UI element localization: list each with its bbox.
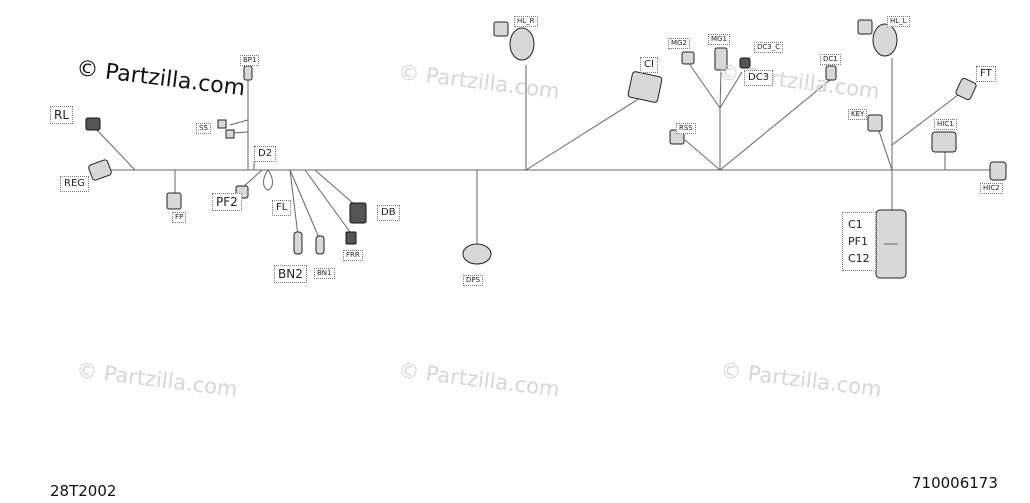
hl-l-connector-icon — [857, 19, 873, 35]
db-wire — [314, 169, 356, 206]
dc1-wire — [719, 79, 831, 171]
label-mg2: MG2 — [668, 38, 690, 49]
mg2-connector-icon — [681, 51, 695, 65]
bn1-terminal-icon — [315, 235, 325, 255]
dc1-connector-icon — [825, 65, 837, 81]
frr-wire — [304, 169, 351, 233]
key-connector-icon — [867, 114, 883, 132]
label-db: DB — [377, 205, 400, 221]
key-wire — [876, 124, 893, 171]
label-frr: FRR — [343, 250, 363, 261]
hic1-connector-icon — [931, 131, 957, 153]
label-dps: DPS — [463, 275, 484, 286]
ecu-label-c1: C1 — [848, 218, 863, 231]
ft-connector-icon — [955, 77, 977, 101]
label-ft: FT — [976, 66, 996, 82]
hl-r-headlight-icon — [509, 27, 535, 61]
label-bn1: BN1 — [314, 268, 335, 279]
label-rss: RSS — [676, 123, 696, 134]
label-hl-r: HL_R — [514, 16, 538, 27]
ci-connector-icon — [627, 71, 663, 103]
label-bn2: BN2 — [274, 265, 307, 283]
label-ss: SS — [196, 123, 211, 134]
label-pf2: PF2 — [212, 193, 242, 211]
label-dc1: DC1 — [820, 54, 841, 65]
ci-wire — [525, 97, 641, 171]
bn2-terminal-icon — [293, 231, 303, 255]
rl-wire — [94, 127, 136, 171]
hl-l-headlight-icon — [872, 23, 898, 57]
mg1-wire — [719, 71, 722, 109]
frr-connector-icon — [345, 231, 357, 245]
bp1-terminal-icon — [243, 65, 253, 81]
label-mg1: MG1 — [708, 34, 730, 45]
label-reg: REG — [60, 176, 90, 192]
ss-connector-icon-b — [225, 129, 235, 139]
label-key: KEY — [848, 109, 868, 120]
ss-connector-icon-a — [217, 119, 227, 129]
ft-wire — [891, 91, 963, 146]
bn1-wire — [289, 169, 321, 241]
dc3-connector-icon — [739, 57, 751, 69]
dc3-wire — [719, 71, 743, 109]
label-fp: FP — [172, 212, 187, 223]
ecu-label-c12: C12 — [848, 252, 870, 266]
label-hic2: HIC2 — [980, 183, 1003, 194]
label-dc3: DC3 — [744, 70, 774, 86]
dps-sensor-icon — [462, 243, 492, 265]
label-d2: D2 — [254, 146, 277, 162]
label-hic1: HIC1 — [934, 119, 957, 130]
bn2-wire — [289, 169, 299, 237]
label-ci: CI — [640, 57, 658, 73]
drawing-code-right: 710006173 — [912, 474, 998, 492]
ecu-label-pf1: PF1 — [848, 235, 868, 249]
fp-connector-icon — [166, 192, 182, 210]
ss-wire-a — [229, 119, 249, 126]
label-dc3-c: DC3_C — [754, 42, 784, 53]
hic2-connector-icon — [989, 161, 1007, 181]
label-hl-l: HL_L — [887, 16, 910, 27]
ecu-label-box: C1 PF1 C12 — [842, 212, 876, 272]
rss-wire — [684, 139, 721, 171]
mg2-wire — [689, 64, 721, 109]
label-bp1: BP1 — [240, 55, 260, 66]
pf2-wire — [241, 169, 263, 189]
drawing-code-left: 28T2002 — [50, 482, 117, 500]
rl-connector-icon — [85, 117, 101, 131]
label-rl: RL — [50, 106, 74, 124]
mg1-connector-icon — [714, 47, 728, 71]
fl-loop — [263, 169, 273, 191]
db-connector-icon — [349, 202, 367, 224]
reg-connector-icon — [88, 159, 112, 181]
hl-r-connector-icon — [493, 21, 509, 37]
label-fl: FL — [272, 200, 292, 216]
